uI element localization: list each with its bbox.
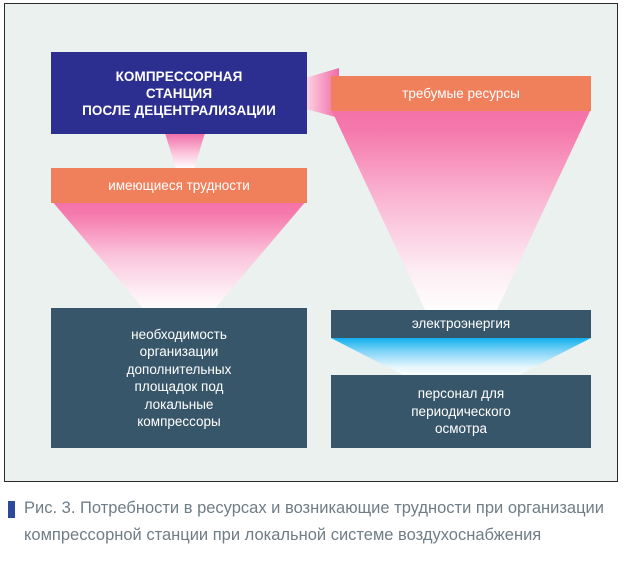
- connector-resources-to-power: [331, 109, 591, 314]
- node-existing-difficulties[interactable]: имеющиеся трудности: [51, 168, 307, 203]
- node-additional-areas-line4: площадок под: [134, 379, 224, 394]
- connector-difficulties-to-areas: [51, 200, 307, 313]
- node-compressor-station-line3: ПОСЛЕ ДЕЦЕНТРАЛИЗАЦИИ: [82, 102, 276, 118]
- node-inspection-personnel-line1: персонал для: [417, 386, 505, 402]
- node-additional-areas-line2: организации: [139, 344, 219, 359]
- figure-caption: Рис. 3. Потребности в ресурсах и возника…: [8, 495, 618, 549]
- node-additional-areas-line3: дополнительных: [126, 361, 232, 377]
- node-compressor-station[interactable]: КОМПРЕССОРНАЯ СТАНЦИЯ ПОСЛЕ ДЕЦЕНТРАЛИЗА…: [51, 52, 307, 134]
- node-electric-power-label: электроэнергия: [411, 316, 511, 332]
- caption-marker: [8, 501, 15, 518]
- node-additional-areas-line6: компрессоры: [137, 414, 221, 429]
- node-electric-power[interactable]: электроэнергия: [331, 310, 591, 338]
- node-compressor-station-line1: КОМПРЕССОРНАЯ: [115, 68, 243, 84]
- node-additional-areas-line1: необходимость: [131, 326, 227, 342]
- node-additional-areas-line5: локальные: [144, 396, 214, 412]
- connector-power-to-personnel: [331, 338, 591, 376]
- connector-station-to-difficulties: [165, 133, 205, 169]
- node-existing-difficulties-label: имеющиеся трудности: [108, 177, 250, 193]
- node-inspection-personnel[interactable]: персонал для периодического осмотра: [331, 375, 591, 448]
- node-required-resources-label: требумые ресурсы: [402, 85, 520, 101]
- node-inspection-personnel-line2: периодического: [411, 403, 511, 419]
- figure-frame: КОМПРЕССОРНАЯ СТАНЦИЯ ПОСЛЕ ДЕЦЕНТРАЛИЗА…: [4, 3, 618, 482]
- caption-text: Рис. 3. Потребности в ресурсах и возника…: [24, 499, 604, 544]
- node-compressor-station-line2: СТАНЦИЯ: [145, 85, 213, 101]
- node-inspection-personnel-line3: осмотра: [435, 421, 487, 437]
- node-required-resources[interactable]: требумые ресурсы: [331, 76, 591, 111]
- node-additional-areas[interactable]: необходимость организации дополнительных…: [51, 308, 307, 448]
